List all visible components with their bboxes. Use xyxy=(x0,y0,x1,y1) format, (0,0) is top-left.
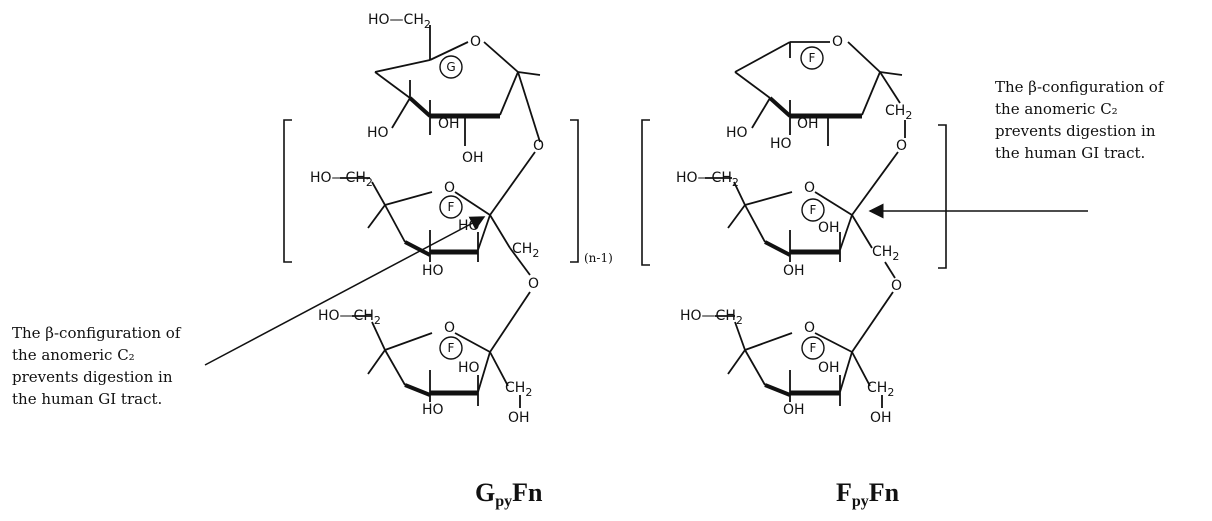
label-ch2-mid-left: CH2 xyxy=(512,241,539,260)
ring-label-g: G xyxy=(446,60,455,74)
glucopyranose-ring xyxy=(374,25,541,146)
annotation-right-line: prevents digestion in xyxy=(995,122,1156,140)
fructofuranose-ring-middle-right xyxy=(705,151,899,279)
ring-label-f-top-right: F xyxy=(809,51,816,65)
annotation-right-line: the human GI tract. xyxy=(995,144,1146,162)
repeat-index-left: (n-1) xyxy=(584,251,613,265)
caption-fpyfn: FpyFn xyxy=(836,478,900,510)
annotation-right-line: the anomeric C₂ xyxy=(995,100,1118,118)
label-o-glycosidic1: O xyxy=(533,138,544,154)
bracket-right-structure xyxy=(641,119,947,269)
label-ho-f4-bottom-left: HO xyxy=(422,402,444,418)
ring-label-f-bottom-left: F xyxy=(448,341,455,355)
label-ho-ch2-mid-left: HO—CH2 xyxy=(310,170,373,189)
bracket-left-structure xyxy=(283,119,579,263)
label-o-fring-bottom-right: O xyxy=(804,320,815,336)
annotation-left-line: prevents digestion in xyxy=(12,368,173,386)
label-ho-ch2-top: HO—CH2 xyxy=(368,12,431,31)
label-o-glycosidic2: O xyxy=(528,276,539,292)
label-ho-f4-mid-left: HO xyxy=(422,263,444,279)
label-oh-bottom-right: OH xyxy=(870,410,892,426)
label-oh-f3-mid-right: OH xyxy=(818,220,840,236)
annotation-arrow-left xyxy=(204,216,486,366)
label-o-fring-bottom-left: O xyxy=(444,320,455,336)
annotation-right-line: The β-configuration of xyxy=(995,78,1164,96)
fructopyranose-ring xyxy=(734,41,906,146)
label-ho-ch2-bottom-right: HO—CH2 xyxy=(680,308,743,327)
label-oh-f3-bottom-right: OH xyxy=(818,360,840,376)
label-oh-f4-bottom-right: OH xyxy=(783,402,805,418)
label-ho-ch2-bottom-left: HO—CH2 xyxy=(318,308,381,327)
label-o-fring-mid-right: O xyxy=(804,180,815,196)
caption-gpyfn: GpyFn xyxy=(475,478,543,510)
label-oh-g4: OH xyxy=(438,116,460,132)
label-o-glycosidic-r2: O xyxy=(891,278,902,294)
annotation-left-line: the human GI tract. xyxy=(12,390,163,408)
fructofuranose-ring-bottom-right xyxy=(715,291,894,408)
label-o-fring-mid-left: O xyxy=(444,180,455,196)
label-ch2-mid-right: CH2 xyxy=(872,244,899,263)
label-oh-f4-mid-right: OH xyxy=(783,263,805,279)
annotation-left-line: the anomeric C₂ xyxy=(12,346,135,364)
label-ho-fpy3: HO xyxy=(726,125,748,141)
label-oh-bottom-left: OH xyxy=(508,410,530,426)
label-ch2-fpy: CH2 xyxy=(885,103,912,122)
label-oh-fpy4: OH xyxy=(797,116,819,132)
fructofuranose-ring-bottom-left xyxy=(352,291,531,408)
label-ho-fpy5: HO xyxy=(770,136,792,152)
label-oh-g2: OH xyxy=(462,150,484,166)
label-ho-f3-bottom-left: HO xyxy=(458,360,480,376)
label-ch2-bottom-right: CH2 xyxy=(867,380,894,399)
label-o-gring: O xyxy=(470,34,481,50)
label-ho-g3: HO xyxy=(367,125,389,141)
label-ho-ch2-mid-right: HO—CH2 xyxy=(676,170,739,189)
label-o-glycosidic-r1: O xyxy=(896,138,907,154)
fructofuranose-ring-middle-left xyxy=(340,151,536,276)
annotation-left-line: The β-configuration of xyxy=(12,324,181,342)
label-o-fpy-ring: O xyxy=(832,34,843,50)
ring-label-f-mid-left: F xyxy=(448,200,455,214)
annotation-right: The β-configuration of the anomeric C₂ p… xyxy=(995,76,1163,164)
ring-label-f-mid-right: F xyxy=(810,203,817,217)
label-ch2-bottom-left: CH2 xyxy=(505,380,532,399)
annotation-left: The β-configuration of the anomeric C₂ p… xyxy=(12,322,180,410)
ring-label-f-bottom-right: F xyxy=(810,341,817,355)
